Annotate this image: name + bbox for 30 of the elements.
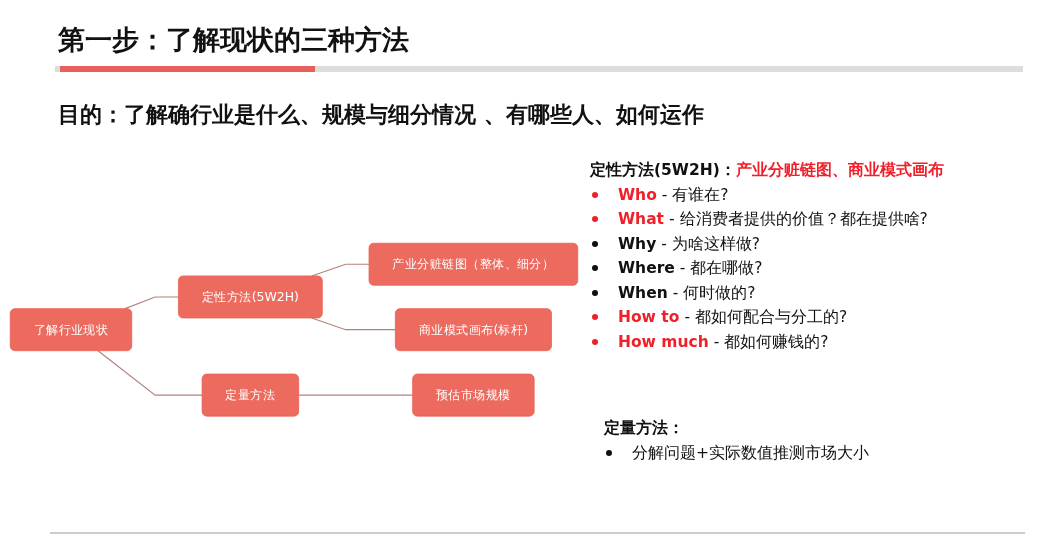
note-text: - 都在哪做? (679, 258, 763, 279)
subtitle: 目的：了解确行业是什么、规模与细分情况 、有哪些人、如何运作 (58, 101, 704, 129)
note-text: - 给消费者提供的价值？都在提供啥? (669, 209, 928, 230)
connector (124, 296, 180, 310)
note-text: - 都如何赚钱的? (713, 331, 829, 353)
node-box: 定量方法 (201, 374, 300, 417)
node-box: 了解行业现状 (9, 308, 133, 352)
note-text: 分解问题+实际数值推测市场大小 (632, 442, 869, 464)
note-text: When (618, 282, 668, 304)
node-box: 产业分赃链图（整体、细分） (368, 243, 579, 286)
node-box: 商业模式画布(标杆) (394, 308, 552, 352)
connector (97, 350, 203, 396)
connector (311, 264, 370, 277)
node-box: 预估市场规模 (412, 374, 535, 417)
note-text: - 有谁在? (661, 184, 729, 206)
connector (298, 394, 414, 396)
note-text: How to (618, 307, 680, 328)
note-text: 产业分赃链图、商业模式画布 (735, 160, 944, 181)
note-text: Where (618, 258, 675, 279)
note-text: 定性方法(5W2H)： (590, 160, 736, 181)
note-text: Who (618, 184, 657, 206)
node-box: 定性方法(5W2H) (178, 275, 323, 319)
note-text: - 为啥这样做? (661, 233, 760, 255)
note-text: - 何时做的? (672, 282, 756, 304)
note-text: - 都如何配合与分工的? (684, 307, 848, 328)
note-text: Why (618, 233, 657, 255)
slide-title: 第一步：了解现状的三种方法 (58, 23, 409, 57)
note-text: 定量方法： (604, 418, 684, 439)
note-text: What (618, 209, 664, 230)
note-text: How much (618, 331, 709, 353)
